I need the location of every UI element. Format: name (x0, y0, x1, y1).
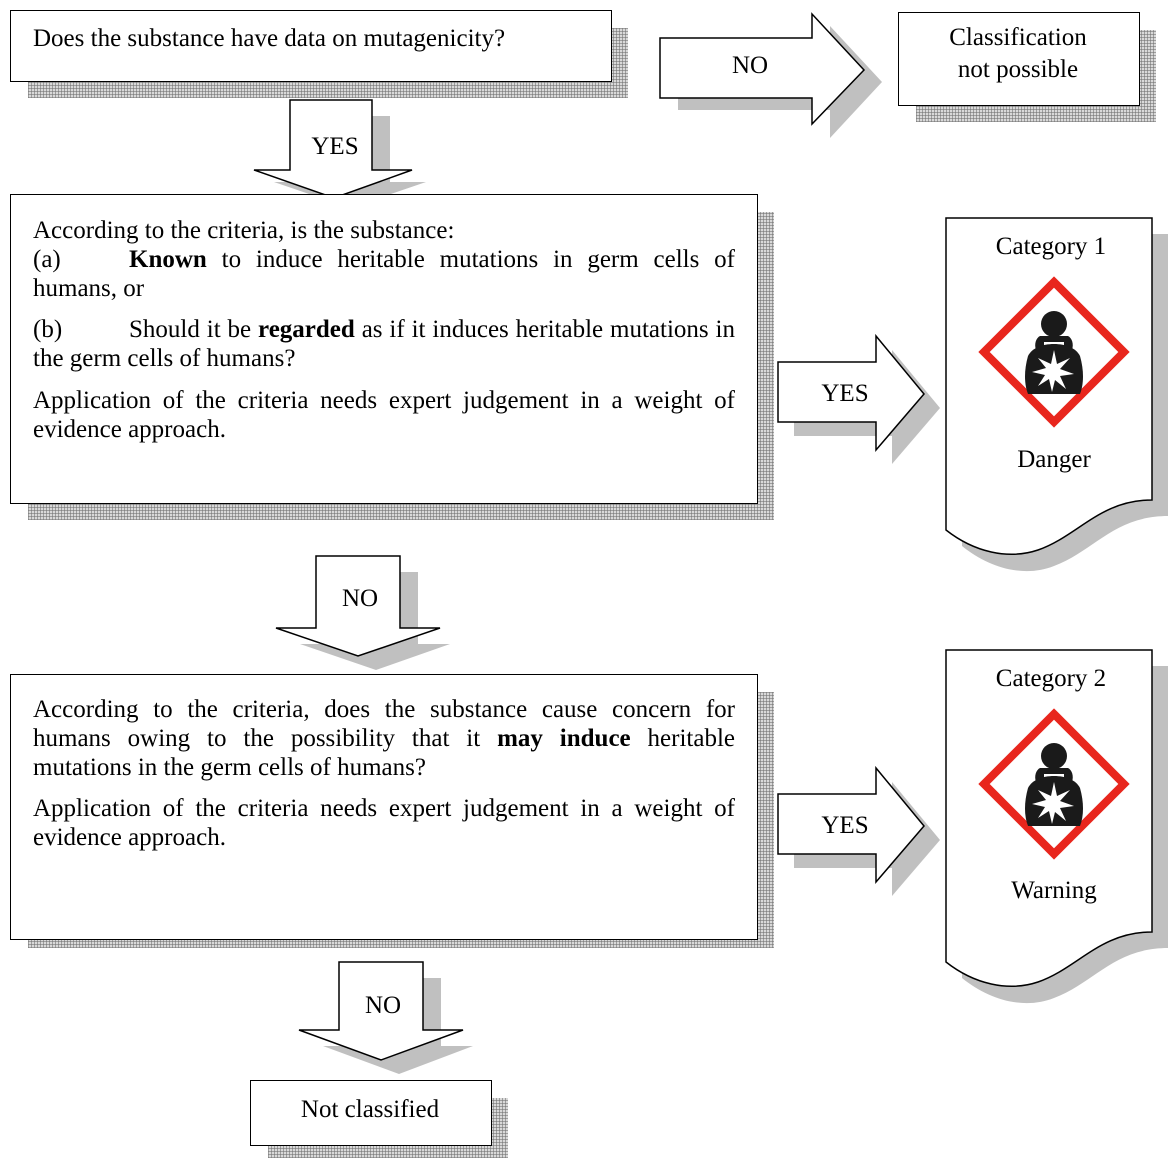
yes-cat2-arrow (777, 765, 940, 896)
q3-box (10, 674, 758, 940)
q2-box (10, 194, 758, 504)
q2-a-label: (a) (33, 245, 61, 273)
yes-cat1-label: YES (821, 380, 869, 407)
q2-b-bold: regarded (258, 316, 355, 344)
health-hazard-icon (978, 276, 1130, 428)
q2-item-a: (a) Known to induce heritable mutations i… (33, 246, 735, 304)
health-hazard-icon (978, 708, 1130, 860)
yes-cat2-label: YES (821, 812, 869, 839)
not-possible-box (898, 12, 1140, 106)
q3-note: Application of the criteria needs expert… (33, 795, 735, 851)
no-right-label: NO (731, 52, 769, 79)
cat1-signal: Danger (1017, 446, 1091, 473)
yes-down-label: YES (311, 133, 359, 160)
q2-a-bold: Known (129, 245, 207, 273)
not-classified-box (250, 1080, 492, 1146)
no-down-label-1: NO (341, 585, 379, 612)
q2-b-pre: Should it be (129, 316, 259, 344)
q3-pre: According to the criteria, does the subs… (33, 696, 735, 752)
q2-b-label: (b) (33, 316, 63, 344)
yes-down-arrow (253, 99, 426, 208)
q3-bold: may induce (497, 724, 631, 752)
q2-a-rest: to induce heritable mutations in germ ce… (33, 245, 735, 302)
no-right-arrow (659, 12, 882, 138)
q2-item-b: (b) Should it be regarded as if it induce… (33, 316, 735, 374)
yes-cat1-arrow (777, 333, 940, 464)
q2-b-rest: as if it induces heritable mutations in … (33, 316, 735, 372)
not-possible-line2: not possible (957, 56, 1079, 83)
no-down-label-2: NO (364, 992, 402, 1019)
not-possible-line1: Classification (949, 24, 1087, 51)
not-classified-text: Not classified (300, 1096, 440, 1123)
no-down-arrow-1 (275, 555, 450, 670)
q3-question: According to the criteria, does the subs… (33, 696, 735, 782)
q2-body: According to the criteria, is the substa… (33, 217, 735, 444)
q3-rest: heritable mutations in the germ cells of… (33, 724, 735, 781)
no-down-arrow-2 (298, 961, 473, 1074)
q3-body: According to the criteria, does the subs… (33, 696, 735, 853)
cat1-title: Category 1 (995, 233, 1107, 260)
cat2-signal: Warning (1011, 877, 1097, 904)
cat2-title: Category 2 (995, 665, 1107, 692)
q1-box (10, 10, 612, 82)
q2-intro: According to the criteria, is the substa… (33, 217, 455, 244)
q1-text: Does the substance have data on mutageni… (33, 25, 506, 52)
q2-note: Application of the criteria needs expert… (33, 386, 735, 443)
